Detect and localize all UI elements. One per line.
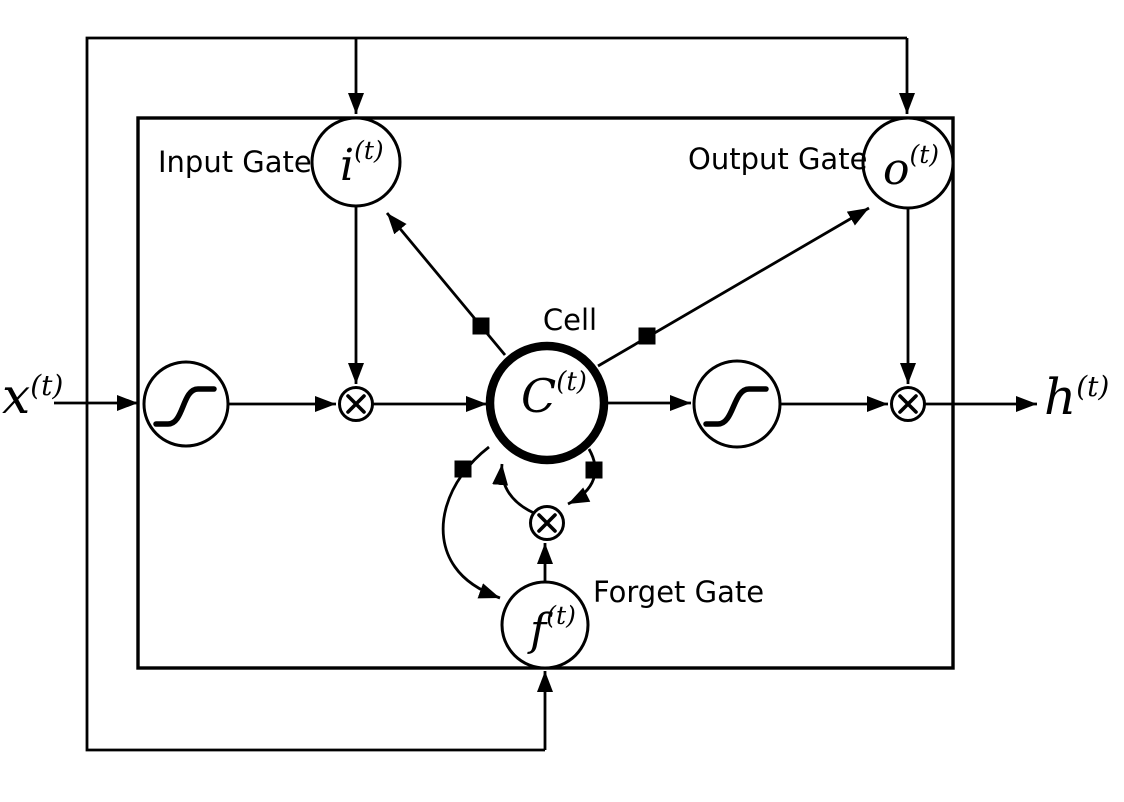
arrow-cell-to-forget-gate-curve (441, 445, 501, 600)
cell-circle (485, 341, 609, 465)
input-gate-symbol: i(t) (340, 136, 384, 191)
input-gate-circle (310, 116, 402, 208)
multiply-icon (537, 513, 557, 533)
forget-gate-node: f(t) (500, 580, 590, 670)
output-h-symbol: h(t) (1044, 368, 1109, 426)
delay-square-icon (638, 327, 656, 345)
sigmoid-curve-icon (153, 386, 217, 427)
output-gate-circle (861, 116, 955, 210)
multiply-icon (346, 394, 366, 414)
forget-gate-label: Forget Gate (593, 575, 764, 609)
delay-square-icon (472, 317, 490, 335)
output-gate-symbol: o(t) (883, 140, 939, 195)
input-x-symbol: x(t) (2, 367, 63, 425)
output-gate-node: o(t) (861, 116, 955, 210)
cell-node: C(t) (485, 341, 609, 465)
cell-label: Cell (543, 303, 597, 337)
delay-square-icon (585, 461, 603, 479)
delay-squares (454, 317, 656, 479)
arrow-multiply-to-cell-curve (492, 463, 535, 515)
multiply-node-left (338, 386, 374, 422)
output-gate-label: Output Gate (688, 142, 867, 176)
sigmoid-curve-icon (703, 386, 769, 427)
multiply-node-right (890, 386, 926, 422)
delay-square-icon (454, 460, 472, 478)
input-gate-node: i(t) (310, 116, 402, 208)
recurrent-loop (85, 36, 915, 752)
recurrent-loop-path (85, 36, 907, 752)
multiply-node-forget (529, 505, 565, 541)
multiply-icon (898, 394, 918, 414)
cell-state-symbol: C(t) (521, 367, 587, 423)
output-activation-node (692, 359, 782, 449)
arrow-cell-to-multiply-curve (567, 448, 597, 506)
input-activation-node (142, 360, 230, 448)
forget-gate-circle (500, 580, 590, 670)
input-gate-label: Input Gate (158, 145, 312, 179)
